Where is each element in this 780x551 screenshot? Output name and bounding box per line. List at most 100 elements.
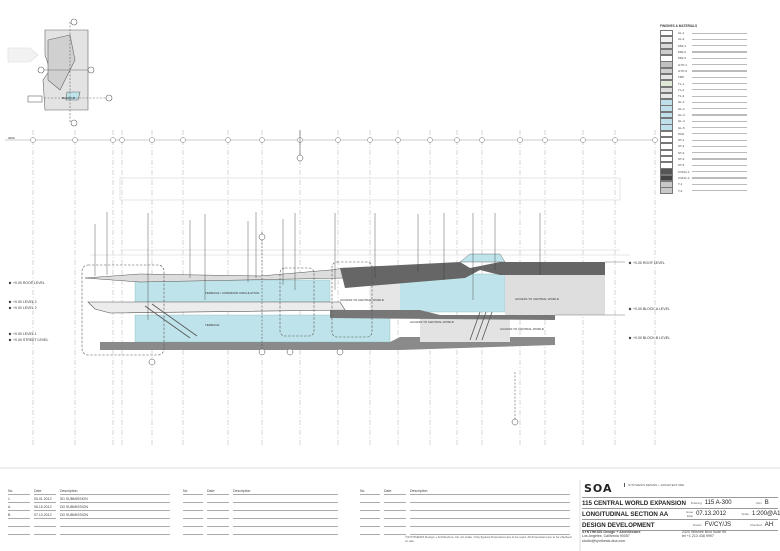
legend-item: GL-4 xyxy=(660,118,780,125)
legend-swatch xyxy=(660,105,673,112)
legend-item: GL-1 xyxy=(660,99,780,106)
grid-bubble xyxy=(119,137,125,143)
legend-item: CONC-2 xyxy=(660,174,780,182)
key-plan xyxy=(7,18,113,127)
level-label: +0.00 LEVEL 1 xyxy=(13,332,37,336)
room-label: ACCESS TO CENTRAL WORLD xyxy=(515,297,559,301)
grid-bubble xyxy=(395,137,401,143)
grid-bubble xyxy=(72,137,78,143)
detail-callouts xyxy=(81,261,373,356)
legend-swatch xyxy=(660,124,673,131)
legend-item: MW-2 xyxy=(660,48,780,56)
grid-bubble xyxy=(335,137,341,143)
sheet-title: LONGITUDINAL SECTION AA xyxy=(582,510,669,518)
checked-label: Checked xyxy=(749,523,762,527)
grid-bubble xyxy=(612,137,618,143)
legend-code: GYP-1 xyxy=(678,62,688,67)
legend-swatch xyxy=(660,130,673,138)
grid-bubble xyxy=(30,137,36,143)
legend-code: ST-1 xyxy=(678,138,685,143)
legend-item: T-2 xyxy=(660,187,780,194)
legend-code: ST-2 xyxy=(678,144,685,149)
level-label: +0.00 LEVEL 2 xyxy=(13,300,37,304)
legend-code: GL-2 xyxy=(678,106,685,111)
legend-swatch xyxy=(660,155,673,163)
legend-code: MW-1 xyxy=(678,43,686,48)
legend-description xyxy=(692,145,747,148)
legend-swatch xyxy=(660,92,673,100)
grid-bubble xyxy=(652,137,658,143)
level-label: +0.00 STREET LEVEL xyxy=(13,338,49,342)
legend-description xyxy=(692,139,747,141)
legend-code: TL-1 xyxy=(678,81,685,86)
legend-item: GL-2 xyxy=(660,105,780,112)
legend-description xyxy=(692,183,747,185)
drawing-label: Drawing xyxy=(690,501,702,505)
rev-header-date: Date xyxy=(34,488,56,495)
copyright-note: ©SYNTHESIS Design + Architecture. Do not… xyxy=(405,535,572,543)
legend-code: T-2 xyxy=(678,188,683,193)
legend-description xyxy=(692,45,747,47)
legend-swatch xyxy=(660,67,673,75)
legend-swatch xyxy=(660,111,673,119)
legend-description xyxy=(692,51,747,53)
right-wall xyxy=(505,275,605,315)
legend-code: PAN xyxy=(678,131,684,136)
building-section xyxy=(81,253,605,356)
grid-bubble xyxy=(542,137,548,143)
level-label: +0.00 LEVEL 2 xyxy=(13,306,37,310)
legend-code: AL-1 xyxy=(678,31,685,36)
firm-logo-sub: SYNTHESIS DESIGN + ARCHITECTURE xyxy=(624,483,684,487)
title-block: SOA SYNTHESIS DESIGN + ARCHITECTURE 115 … xyxy=(582,482,780,548)
level-label: +0.00 BLOCK-B LEVEL xyxy=(633,336,671,340)
legend-code: CONC-1 xyxy=(678,169,690,174)
legend-item: PAN xyxy=(660,130,780,138)
legend-code: ST-3 xyxy=(678,150,685,155)
legend-swatch xyxy=(660,99,673,106)
scale-label: Scale xyxy=(741,512,749,516)
legend-description xyxy=(692,133,747,135)
legend-item: T-1 xyxy=(660,181,780,188)
lower-glass xyxy=(134,314,391,343)
rev-label: Rev xyxy=(756,501,762,505)
legend-description xyxy=(692,127,747,129)
legend-swatch xyxy=(660,48,673,56)
background-outline xyxy=(90,177,630,256)
legend-description xyxy=(692,38,747,41)
checked-by: AH xyxy=(764,522,774,528)
legend-description xyxy=(692,101,747,103)
legend-code: T-1 xyxy=(678,182,683,187)
legend-swatch xyxy=(660,29,673,37)
legend-item: ST-3 xyxy=(660,149,780,157)
legend-item: GYP-1 xyxy=(660,61,780,68)
legend-swatch xyxy=(660,86,673,94)
legend-item: ST-1 xyxy=(660,136,780,144)
legend-title: FINISHES & MATERIALS xyxy=(660,24,698,28)
grid-bubble xyxy=(580,137,586,143)
legend-item: AL-1 xyxy=(660,29,780,37)
grid-bubble xyxy=(110,137,116,143)
legend-code: GL-3 xyxy=(678,113,685,117)
legend-description xyxy=(692,120,747,122)
legend-swatch xyxy=(660,149,673,157)
room-label: ACCESS TO CENTRAL WORLD xyxy=(410,320,454,324)
legend-item: ST-4 xyxy=(660,155,780,163)
issue-date: 07.13.2012 xyxy=(696,511,727,517)
legend-swatch xyxy=(660,42,673,49)
legend-item: ST-2 xyxy=(660,143,780,150)
legend-swatch xyxy=(660,118,673,125)
section-markers xyxy=(148,130,519,426)
grid-bubble xyxy=(149,137,155,143)
legend-swatch xyxy=(660,73,673,81)
roof-concrete xyxy=(340,262,605,288)
legend-code: GL-4 xyxy=(678,119,685,124)
legend-swatch xyxy=(660,36,673,43)
legend-item: MW-3 xyxy=(660,55,780,62)
legend-code: MW-3 xyxy=(678,56,686,61)
legend-item: GYP-2 xyxy=(660,67,780,75)
